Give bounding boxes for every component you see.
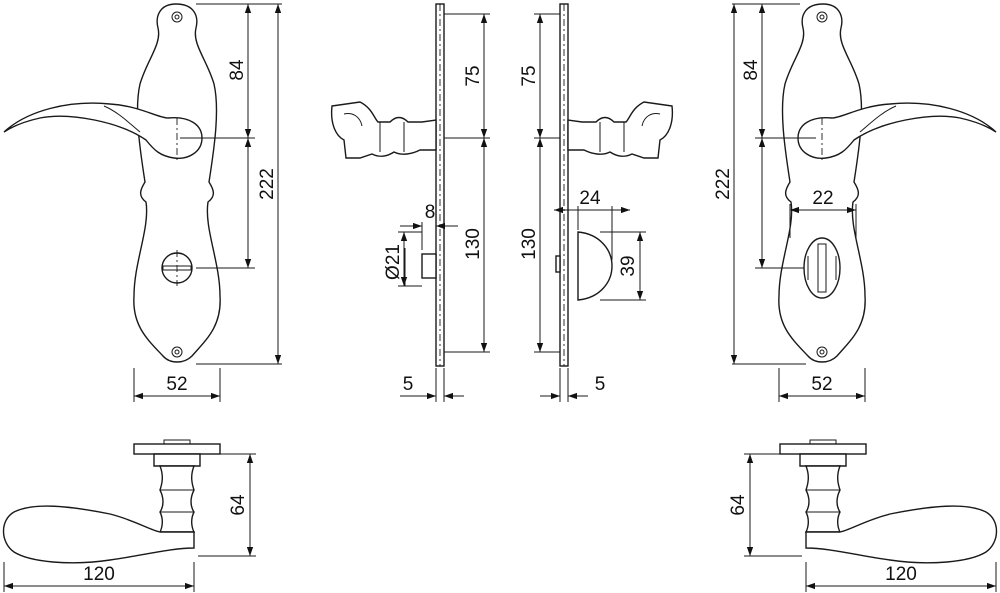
screw-bottom-right [816,346,828,358]
dim-5-right: 5 [595,374,606,395]
dim-64-left: 64 [228,494,249,516]
plate-top [133,443,221,455]
dim-120-left: 120 [83,564,115,585]
dim-24: 24 [579,188,601,209]
dim-130-left: 130 [463,228,484,260]
dim-84-right: 84 [741,59,762,81]
dim-22: 22 [812,188,833,209]
rose-top [153,453,201,467]
turn-knob-side [421,253,437,279]
dim-120-right: 120 [885,564,917,585]
dim-diameter-21: Ø21 [383,244,404,280]
dim-5-left: 5 [403,374,414,395]
side-view-left: Ø21 8 75 130 5 [330,3,490,402]
backplate-outline-right [778,3,866,363]
backplate-outline [133,3,221,363]
dim-8: 8 [425,202,436,223]
release-knob [577,231,613,301]
front-view-left: 84 222 52 [3,3,282,402]
lever-top-right [805,505,998,564]
side-view-right: 24 39 75 130 5 [519,3,674,402]
shank-top-right [804,465,842,533]
lever-side [330,101,437,159]
emergency-release-rosette [803,237,841,299]
dim-52-right: 52 [811,374,832,395]
front-view-right: 84 222 22 52 [713,3,997,402]
plate-top-right [779,443,867,455]
screw-top [171,11,183,23]
screw-top-right [816,11,828,23]
dim-52-left: 52 [166,374,187,395]
rose-top-right [799,453,847,467]
emergency-release-slot [817,243,827,293]
top-view-right: 64 120 [728,439,998,592]
dim-222: 222 [257,168,278,200]
dim-130-right: 130 [519,228,540,260]
release-spindle [555,255,561,273]
dim-39: 39 [618,255,639,276]
top-view-left: 64 120 [2,439,256,592]
lever-top [2,505,195,564]
dim-84: 84 [227,59,248,81]
dim-222-right: 222 [713,168,734,200]
screw-bottom [171,346,183,358]
lever-side-right [567,101,674,159]
lever-handle-right [797,102,997,159]
dim-64-right: 64 [728,494,749,516]
shank-top [158,465,196,533]
lever-handle [3,102,203,159]
dim-75-left: 75 [463,65,484,86]
dim-75-right: 75 [519,65,540,86]
